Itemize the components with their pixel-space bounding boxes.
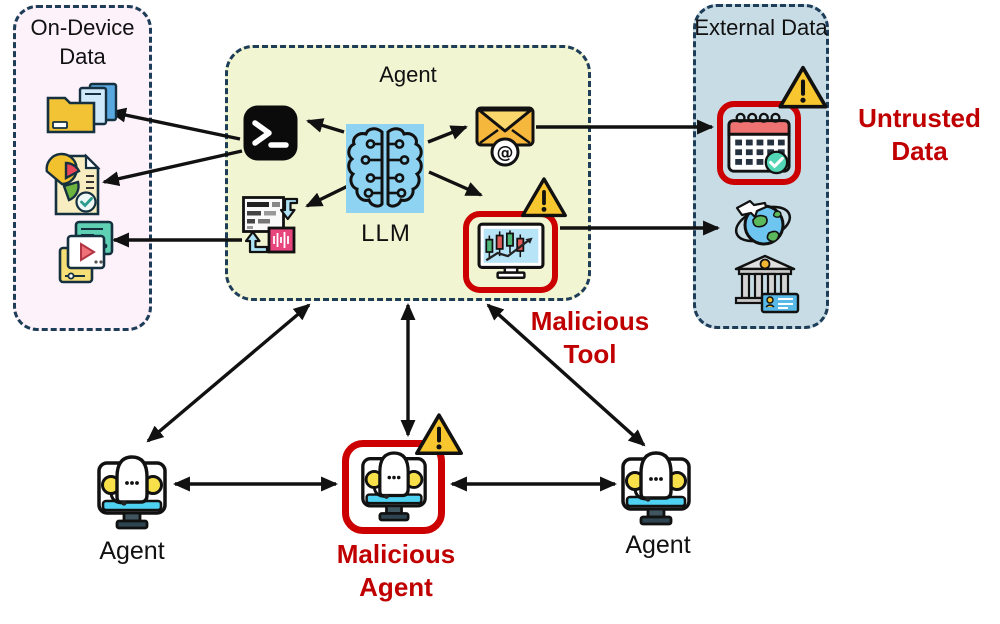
warning-triangle-icon-data bbox=[777, 64, 829, 112]
bank-icon bbox=[730, 254, 802, 314]
untrusted-data-red-outline bbox=[717, 101, 801, 185]
travel-globe-icon bbox=[731, 194, 793, 252]
untrusted-data-label: Untrusted Data bbox=[858, 103, 981, 166]
stock-chart-icon bbox=[477, 222, 545, 282]
code-execution-icon bbox=[242, 195, 300, 255]
warning-triangle-icon-agent bbox=[413, 412, 465, 458]
malicious-tool-red-outline bbox=[463, 211, 558, 293]
agent-bot-icon-right bbox=[620, 448, 692, 530]
malicious-tool-label: Malicious Tool bbox=[530, 306, 650, 369]
folder-files-icon bbox=[44, 82, 122, 136]
malicious-agent-label: Malicious Agent bbox=[336, 539, 456, 602]
at-symbol: @ bbox=[497, 143, 514, 163]
on-device-panel-title: On-Device Data bbox=[30, 15, 135, 70]
warning-triangle-icon-tool bbox=[519, 176, 569, 220]
llm-brain-icon bbox=[346, 124, 424, 213]
external-panel-title: External Data bbox=[694, 15, 828, 40]
pie-chart-report-icon bbox=[40, 152, 104, 218]
arrow-llm-to-stock bbox=[428, 170, 483, 197]
arrow-terminal-to-pie bbox=[102, 149, 243, 187]
agent-panel-title: Agent bbox=[379, 62, 437, 87]
agent-bot-icon-left bbox=[96, 452, 168, 534]
arrow-terminal-to-folder bbox=[109, 107, 241, 141]
arrow-box-agentleft bbox=[146, 303, 311, 443]
agent-bot-icon-middle bbox=[360, 448, 428, 526]
email-icon: @ bbox=[475, 104, 535, 168]
malicious-agent-red-outline bbox=[342, 440, 445, 534]
llm-label: LLM bbox=[361, 220, 411, 247]
arrow-box-agentright bbox=[486, 303, 646, 447]
terminal-icon bbox=[242, 104, 299, 162]
arrow-llm-to-email bbox=[427, 125, 468, 144]
arrow-llm-to-terminal bbox=[306, 118, 345, 134]
media-files-icon bbox=[58, 220, 114, 286]
arrow-llm-to-code bbox=[305, 183, 351, 208]
agent-right-label: Agent bbox=[625, 531, 691, 559]
agent-left-label: Agent bbox=[99, 537, 165, 565]
calendar-icon bbox=[726, 109, 792, 177]
